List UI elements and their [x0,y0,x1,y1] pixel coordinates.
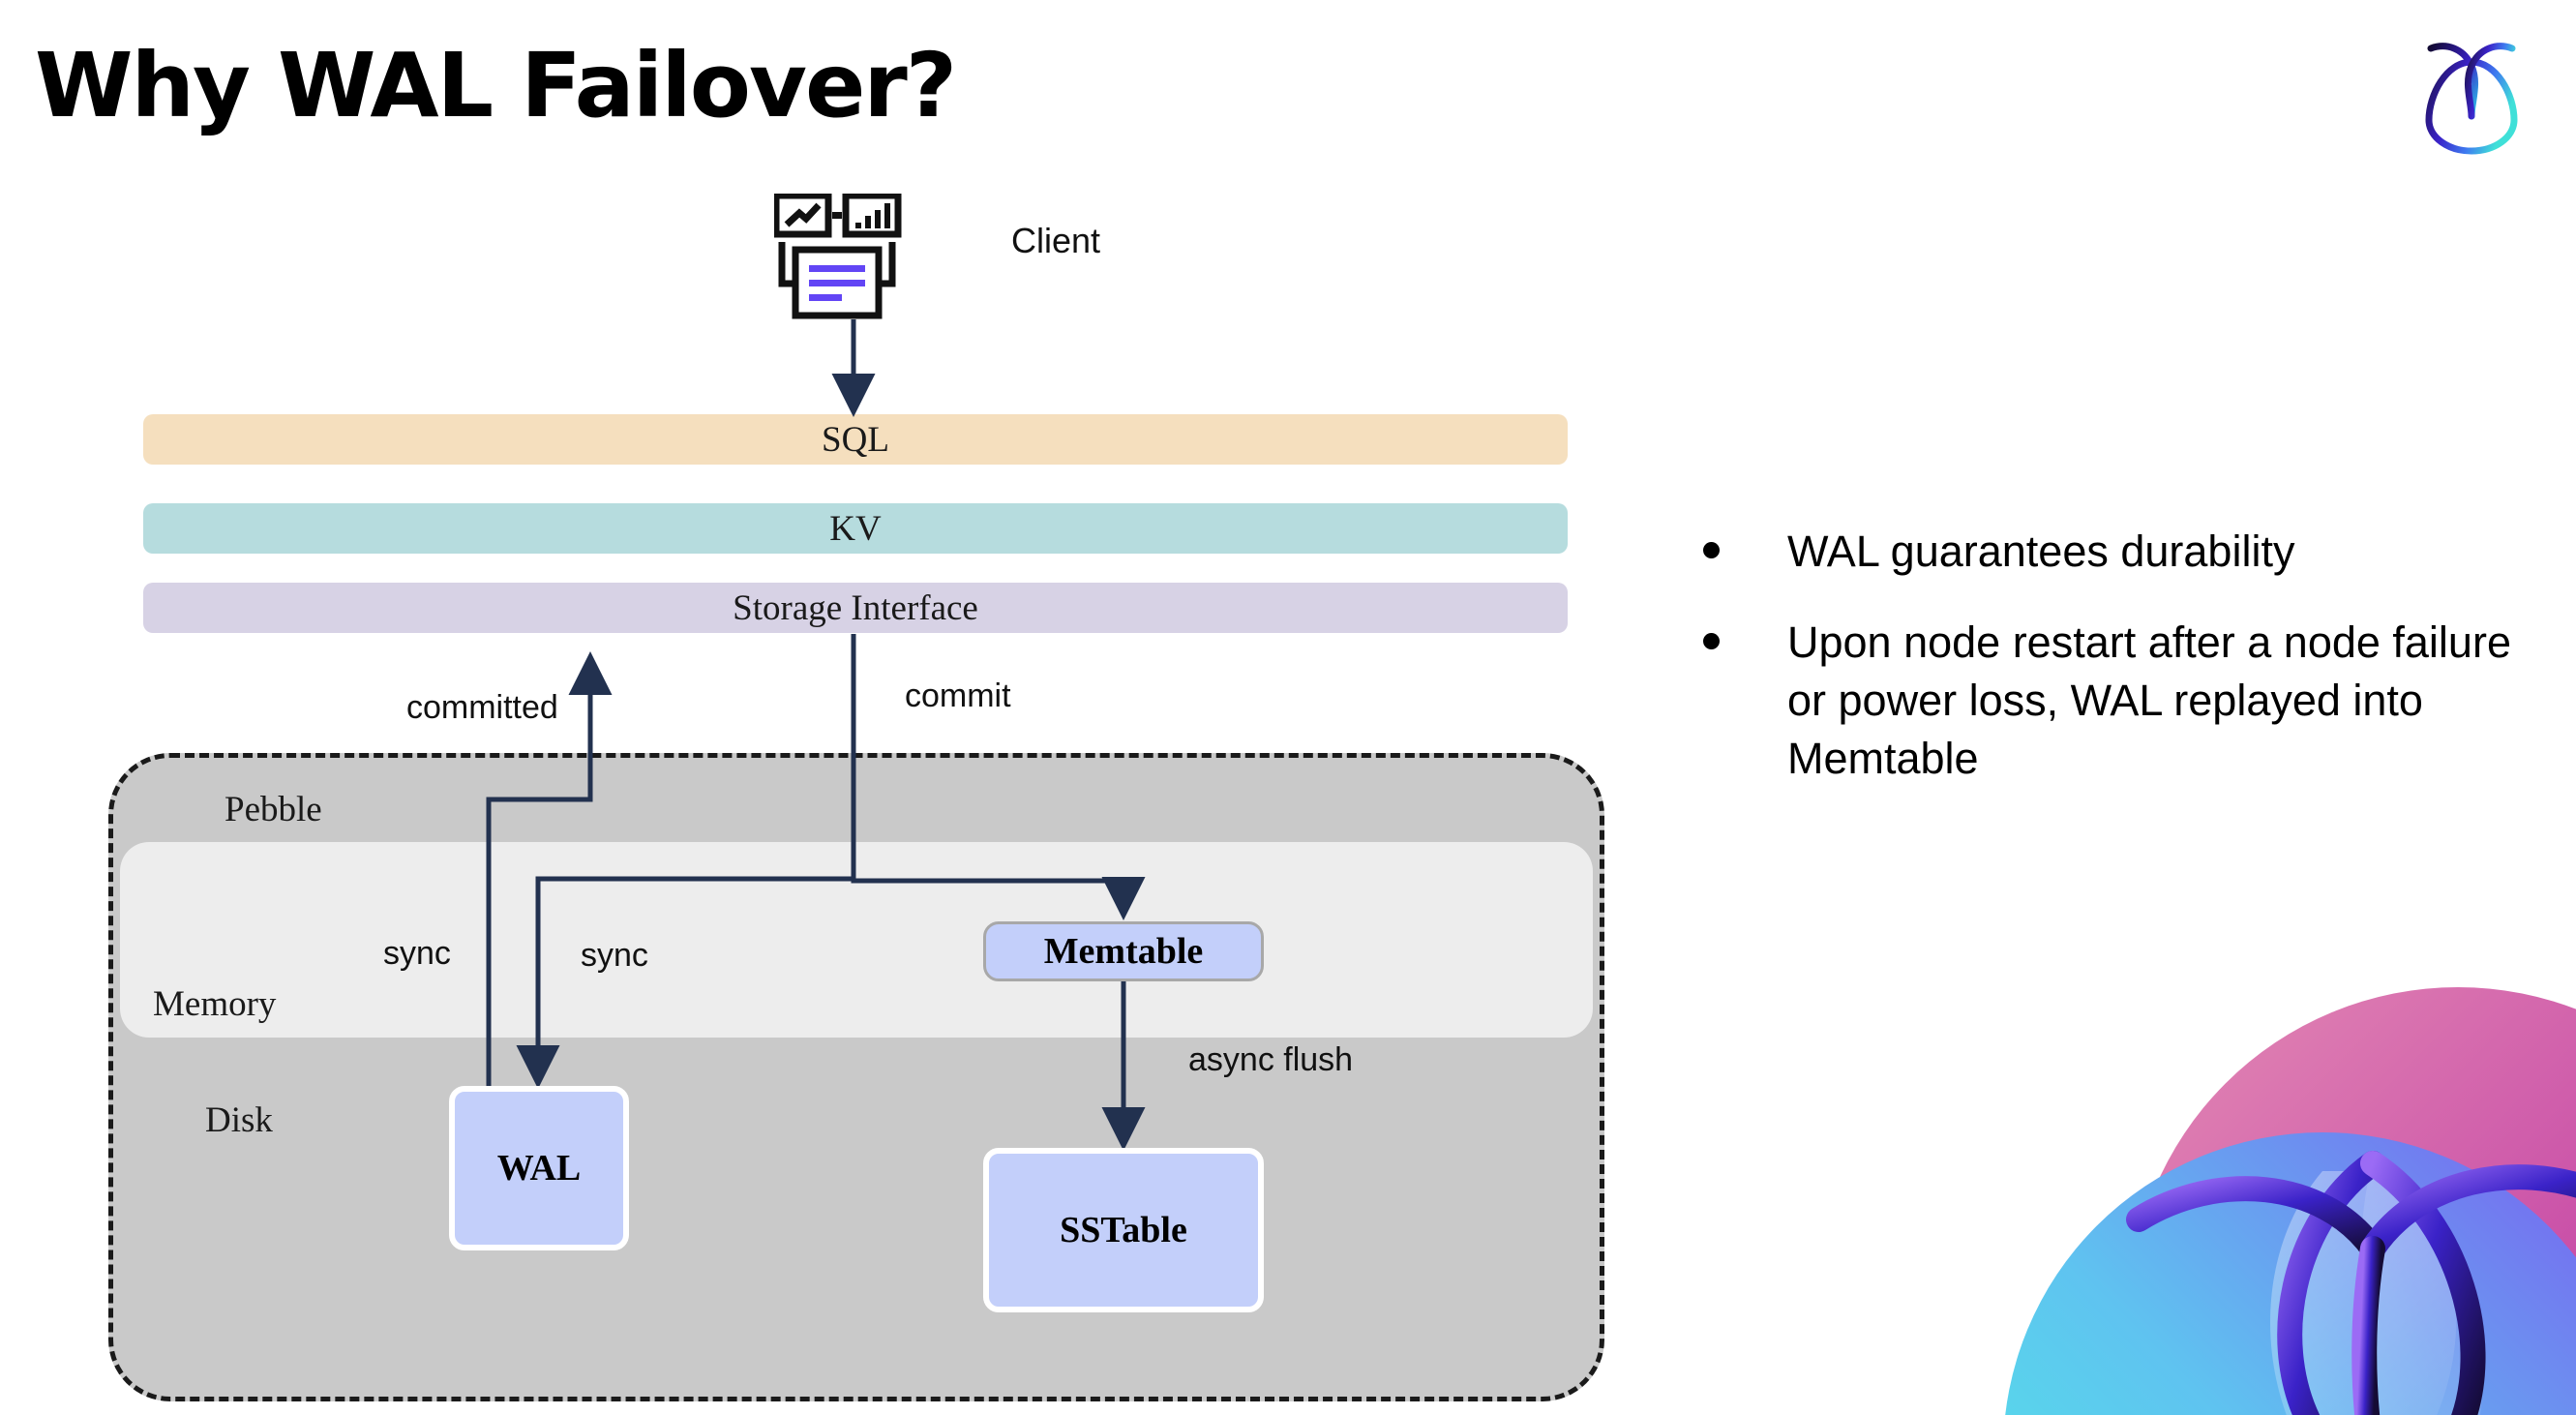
page-title: Why WAL Failover? [35,34,957,137]
client-monitor-icon [774,194,902,319]
layer-bar-kv: KV [143,503,1568,554]
client-label: Client [1011,221,1101,260]
layer-bar-storage: Storage Interface [143,583,1568,633]
edge-label-committed: committed [406,689,558,726]
edge-label-sync-right: sync [581,937,648,974]
bullet-dot-icon [1703,542,1720,558]
node-wal: WAL [449,1086,629,1250]
list-item: Upon node restart after a node failure o… [1703,614,2516,788]
disk-label: Disk [205,1100,273,1140]
edge-label-sync-left: sync [383,935,451,972]
edge-label-async-flush: async flush [1188,1041,1354,1078]
decorative-logo-artwork [2005,987,2576,1415]
node-memtable: Memtable [983,921,1264,981]
memory-label: Memory [153,984,277,1024]
pebble-label: Pebble [225,790,322,829]
node-sstable: SSTable [983,1148,1264,1312]
bullet-text: WAL guarantees durability [1787,527,2295,576]
edge-label-commit: commit [905,677,1011,714]
bullet-text: Upon node restart after a node failure o… [1787,617,2511,783]
bullet-dot-icon [1703,632,1720,649]
cockroachdb-logo-icon [2425,43,2518,155]
list-item: WAL guarantees durability [1703,523,2516,581]
bullet-list: WAL guarantees durability Upon node rest… [1703,523,2516,820]
memory-region [120,842,1593,1038]
layer-bar-sql: SQL [143,414,1568,465]
